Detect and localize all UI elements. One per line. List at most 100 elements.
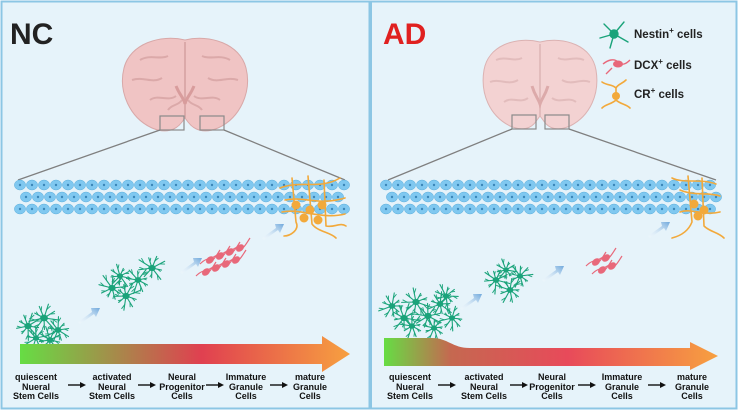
granule-cell-nucleus xyxy=(246,207,250,211)
granule-cell-nucleus xyxy=(42,207,46,211)
granule-cell-nucleus xyxy=(270,183,274,187)
nc-transition-arrows xyxy=(78,224,284,324)
granule-cell-nucleus xyxy=(624,207,628,211)
granule-cell-nucleus xyxy=(60,195,64,199)
granule-cell-nucleus xyxy=(54,207,58,211)
nc-stage-arrows xyxy=(68,382,288,388)
granule-cell-nucleus xyxy=(510,195,514,199)
granule-cell-nucleus xyxy=(420,207,424,211)
granule-cell-nucleus xyxy=(570,195,574,199)
granule-cell-nucleus xyxy=(162,207,166,211)
granule-cell-nucleus xyxy=(486,195,490,199)
ad-activated-nestin-cells xyxy=(483,258,534,303)
granule-cell-nucleus xyxy=(78,207,82,211)
granule-cell-nucleus xyxy=(612,183,616,187)
granule-cell-nucleus xyxy=(672,207,676,211)
granule-cell-nucleus xyxy=(654,195,658,199)
dcx-cell xyxy=(229,237,251,253)
granule-cell-nucleus xyxy=(96,195,100,199)
granule-cell-nucleus xyxy=(288,195,292,199)
granule-cell-nucleus xyxy=(462,195,466,199)
granule-cell-nucleus xyxy=(468,183,472,187)
granule-cell-nucleus xyxy=(252,195,256,199)
granule-cell-nucleus xyxy=(408,207,412,211)
granule-cell-nucleus xyxy=(450,195,454,199)
granule-cell-nucleus xyxy=(540,207,544,211)
ad-transition-arrows xyxy=(460,222,670,310)
granule-cell-nucleus xyxy=(390,195,394,199)
granule-cell-nucleus xyxy=(138,183,142,187)
nc-development-arrow xyxy=(20,336,350,372)
granule-cell-nucleus xyxy=(72,195,76,199)
superscript-plus: + xyxy=(658,57,663,66)
nestin-cell xyxy=(412,302,442,328)
granule-cell-nucleus xyxy=(174,183,178,187)
granule-cell-nucleus xyxy=(588,183,592,187)
legend-nestin-label: Nestin+ cells xyxy=(634,26,703,41)
granule-cell-nucleus xyxy=(36,195,40,199)
granule-cell-nucleus xyxy=(18,183,22,187)
granule-cell-nucleus xyxy=(678,195,682,199)
granule-cell-nucleus xyxy=(408,183,412,187)
granule-cell-nucleus xyxy=(522,195,526,199)
granule-cell-nucleus xyxy=(552,183,556,187)
ad-zoom-line-left xyxy=(387,128,513,181)
granule-cell-nucleus xyxy=(120,195,124,199)
granule-cell-nucleus xyxy=(132,195,136,199)
granule-cell-nucleus xyxy=(684,207,688,211)
granule-cell-nucleus xyxy=(66,183,70,187)
nestin-cell xyxy=(110,263,132,288)
granule-cell-nucleus xyxy=(432,183,436,187)
granule-cell-nucleus xyxy=(246,183,250,187)
granule-cell-nucleus xyxy=(240,195,244,199)
granule-cell-nucleus xyxy=(258,183,262,187)
granule-cell-nucleus xyxy=(138,207,142,211)
granule-cell-nucleus xyxy=(396,183,400,187)
granule-cell-nucleus xyxy=(402,195,406,199)
granule-cell-nucleus xyxy=(90,183,94,187)
granule-cell-nucleus xyxy=(30,207,34,211)
granule-cell-nucleus xyxy=(546,195,550,199)
granule-cell-nucleus xyxy=(228,195,232,199)
granule-cell-nucleus xyxy=(606,195,610,199)
granule-cell-nucleus xyxy=(264,195,268,199)
nestin-cell xyxy=(98,274,127,300)
dcx-cell xyxy=(601,255,623,271)
nestin-cell xyxy=(496,278,521,303)
granule-cell-nucleus xyxy=(666,195,670,199)
legend-dcx-name: DCX xyxy=(634,59,659,72)
granule-cell-nucleus xyxy=(312,195,316,199)
granule-cell-nucleus xyxy=(474,195,478,199)
granule-cell-nucleus xyxy=(162,183,166,187)
nc-zoom-line-right xyxy=(223,129,346,181)
granule-cell-nucleus xyxy=(126,207,130,211)
granule-cell-nucleus xyxy=(342,183,346,187)
granule-cell-nucleus xyxy=(660,183,664,187)
granule-cell-nucleus xyxy=(114,207,118,211)
granule-cell-nucleus xyxy=(528,183,532,187)
legend-cr-suffix: cells xyxy=(655,88,685,101)
granule-cell-nucleus xyxy=(444,183,448,187)
granule-cell-nucleus xyxy=(624,183,628,187)
granule-cell-nucleus xyxy=(108,195,112,199)
nestin-cell xyxy=(113,283,141,311)
nestin-cell xyxy=(483,269,511,295)
granule-cell-nucleus xyxy=(216,195,220,199)
granule-cell-nucleus xyxy=(270,207,274,211)
nc-brain-icon xyxy=(122,37,248,132)
nestin-cell xyxy=(509,265,534,288)
granule-cell-nucleus xyxy=(384,207,388,211)
granule-cell-nucleus xyxy=(54,183,58,187)
granule-cell-nucleus xyxy=(78,183,82,187)
granule-cell-nucleus xyxy=(384,183,388,187)
granule-cell-nucleus xyxy=(588,207,592,211)
granule-cell-nucleus xyxy=(222,207,226,211)
granule-cell-nucleus xyxy=(516,207,520,211)
